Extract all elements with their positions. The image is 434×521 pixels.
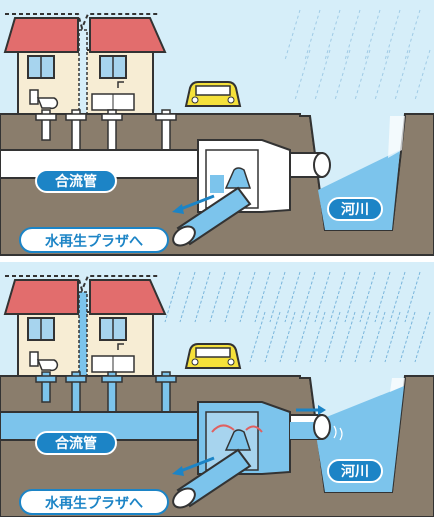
panel-light-rain: 合流管 河川 水再生プラザへ	[0, 0, 434, 256]
river-label-text: 河川	[341, 201, 369, 218]
rain-streaks	[164, 271, 431, 363]
outfall-pipe	[289, 152, 331, 178]
rain-streaks	[284, 9, 431, 101]
destination-label-text: 水再生プラザへ	[45, 495, 143, 512]
combined-pipe-label-text: 合流管	[55, 435, 97, 452]
house-icon	[3, 275, 167, 383]
combined-pipe-label: 合流管	[35, 431, 117, 455]
house-drain-pipes	[35, 109, 177, 151]
destination-label-text: 水再生プラザへ	[45, 233, 143, 250]
house-icon	[3, 13, 167, 121]
destination-label: 水再生プラザへ	[19, 489, 169, 515]
destination-label: 水再生プラザへ	[19, 227, 169, 253]
car-icon	[184, 343, 242, 369]
combined-pipe-label-text: 合流管	[55, 173, 97, 190]
panel-heavy-rain: 合流管 河川 水再生プラザへ	[0, 262, 434, 518]
overflow-chamber	[197, 139, 291, 213]
interceptor-pipe	[172, 186, 252, 247]
river-label: 河川	[327, 459, 383, 483]
combined-pipe-label: 合流管	[35, 169, 117, 193]
car-icon	[184, 81, 242, 107]
river-label: 河川	[327, 197, 383, 221]
outfall-pipe	[289, 405, 343, 441]
arrow-icon	[172, 456, 215, 476]
river-label-text: 河川	[341, 463, 369, 480]
arrow-icon	[172, 194, 215, 214]
kitchen-sink-icon	[91, 343, 135, 373]
interceptor-pipe	[172, 448, 252, 509]
overflow-chamber	[197, 401, 291, 475]
toilet-icon	[29, 89, 59, 110]
toilet-icon	[29, 351, 59, 372]
